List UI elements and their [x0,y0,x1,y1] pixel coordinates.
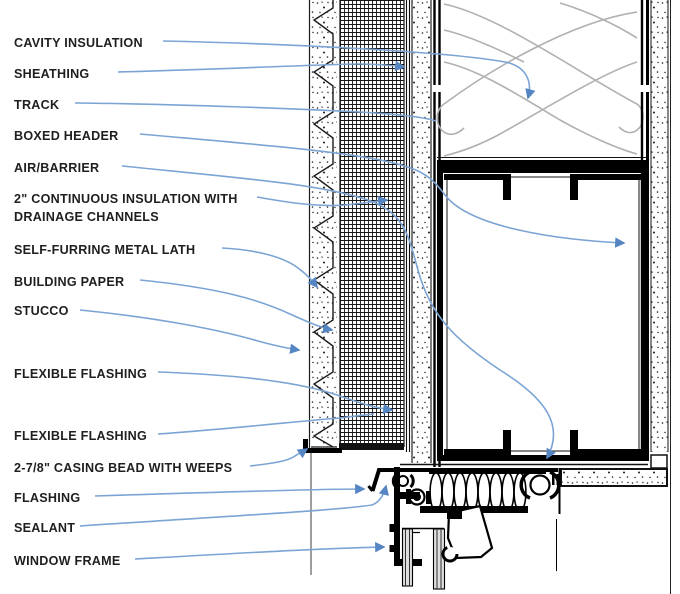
label-air-barrier: AIR/BARRIER [14,161,100,175]
label-casing-bead: 2-7/8" CASING BEAD WITH WEEPS [14,461,233,475]
label-window-frame: WINDOW FRAME [14,554,121,568]
leader-window-frame [134,541,386,560]
label-sheathing: SHEATHING [14,67,90,81]
leader-sheathing [117,60,406,73]
label-flexible-flashing-1: FLEXIBLE FLASHING [14,367,147,381]
leader-flexible-flashing-1 [157,371,394,415]
bottom-track-of-upper-wall [437,157,649,167]
label-continuous-insulation: 2" CONTINUOUS INSULATION WITH DRAINAGE C… [14,192,238,224]
label-self-furring-lath: SELF-FURRING METAL LATH [14,243,196,257]
air-barrier-lines [405,0,411,452]
interior-sill-band [560,468,668,487]
continuous-insulation-grid [339,0,405,450]
interior-framing-lines [640,0,649,455]
leader-building-paper [139,279,334,334]
boxed-header-box [437,167,649,461]
label-sealant: SEALANT [14,521,76,535]
leader-self-furring-lath [221,247,318,289]
stucco-key-zigzag [312,0,334,448]
leader-boxed-header [139,133,626,248]
glazing-unit-2 [432,528,446,590]
stucco-layer [308,0,337,575]
glazing-unit-1 [401,528,414,587]
label-flashing: FLASHING [14,491,81,505]
glazing-gasket [441,545,459,563]
head-batt-insulation [429,472,546,512]
sheathing-strip [411,0,432,463]
leader-track [74,102,437,122]
leader-flexible-flashing-2 [157,413,375,435]
label-track: TRACK [14,98,60,112]
cavity-batt-insulation [436,2,644,157]
leader-air-barrier [121,165,556,460]
casing-bead [303,439,342,453]
window-frame-profile [389,467,557,590]
label-cavity-insulation: CAVITY INSULATION [14,36,143,50]
leader-casing-bead [249,448,309,467]
leader-lines [74,40,626,560]
head-anchor-circle [529,474,551,496]
interior-finish-band [650,0,669,469]
leader-continuous-insulation [256,195,389,207]
drip-flashing [367,468,399,492]
label-flexible-flashing-2: FLEXIBLE FLASHING [14,429,147,443]
leader-cavity-insulation [162,40,536,100]
header-track-tabs [444,174,642,455]
leader-flashing [94,483,366,497]
label-building-paper: BUILDING PAPER [14,275,125,289]
label-stucco: STUCCO [14,304,69,318]
leader-sealant [79,484,389,527]
label-boxed-header: BOXED HEADER [14,129,119,143]
leader-stucco [79,309,301,354]
